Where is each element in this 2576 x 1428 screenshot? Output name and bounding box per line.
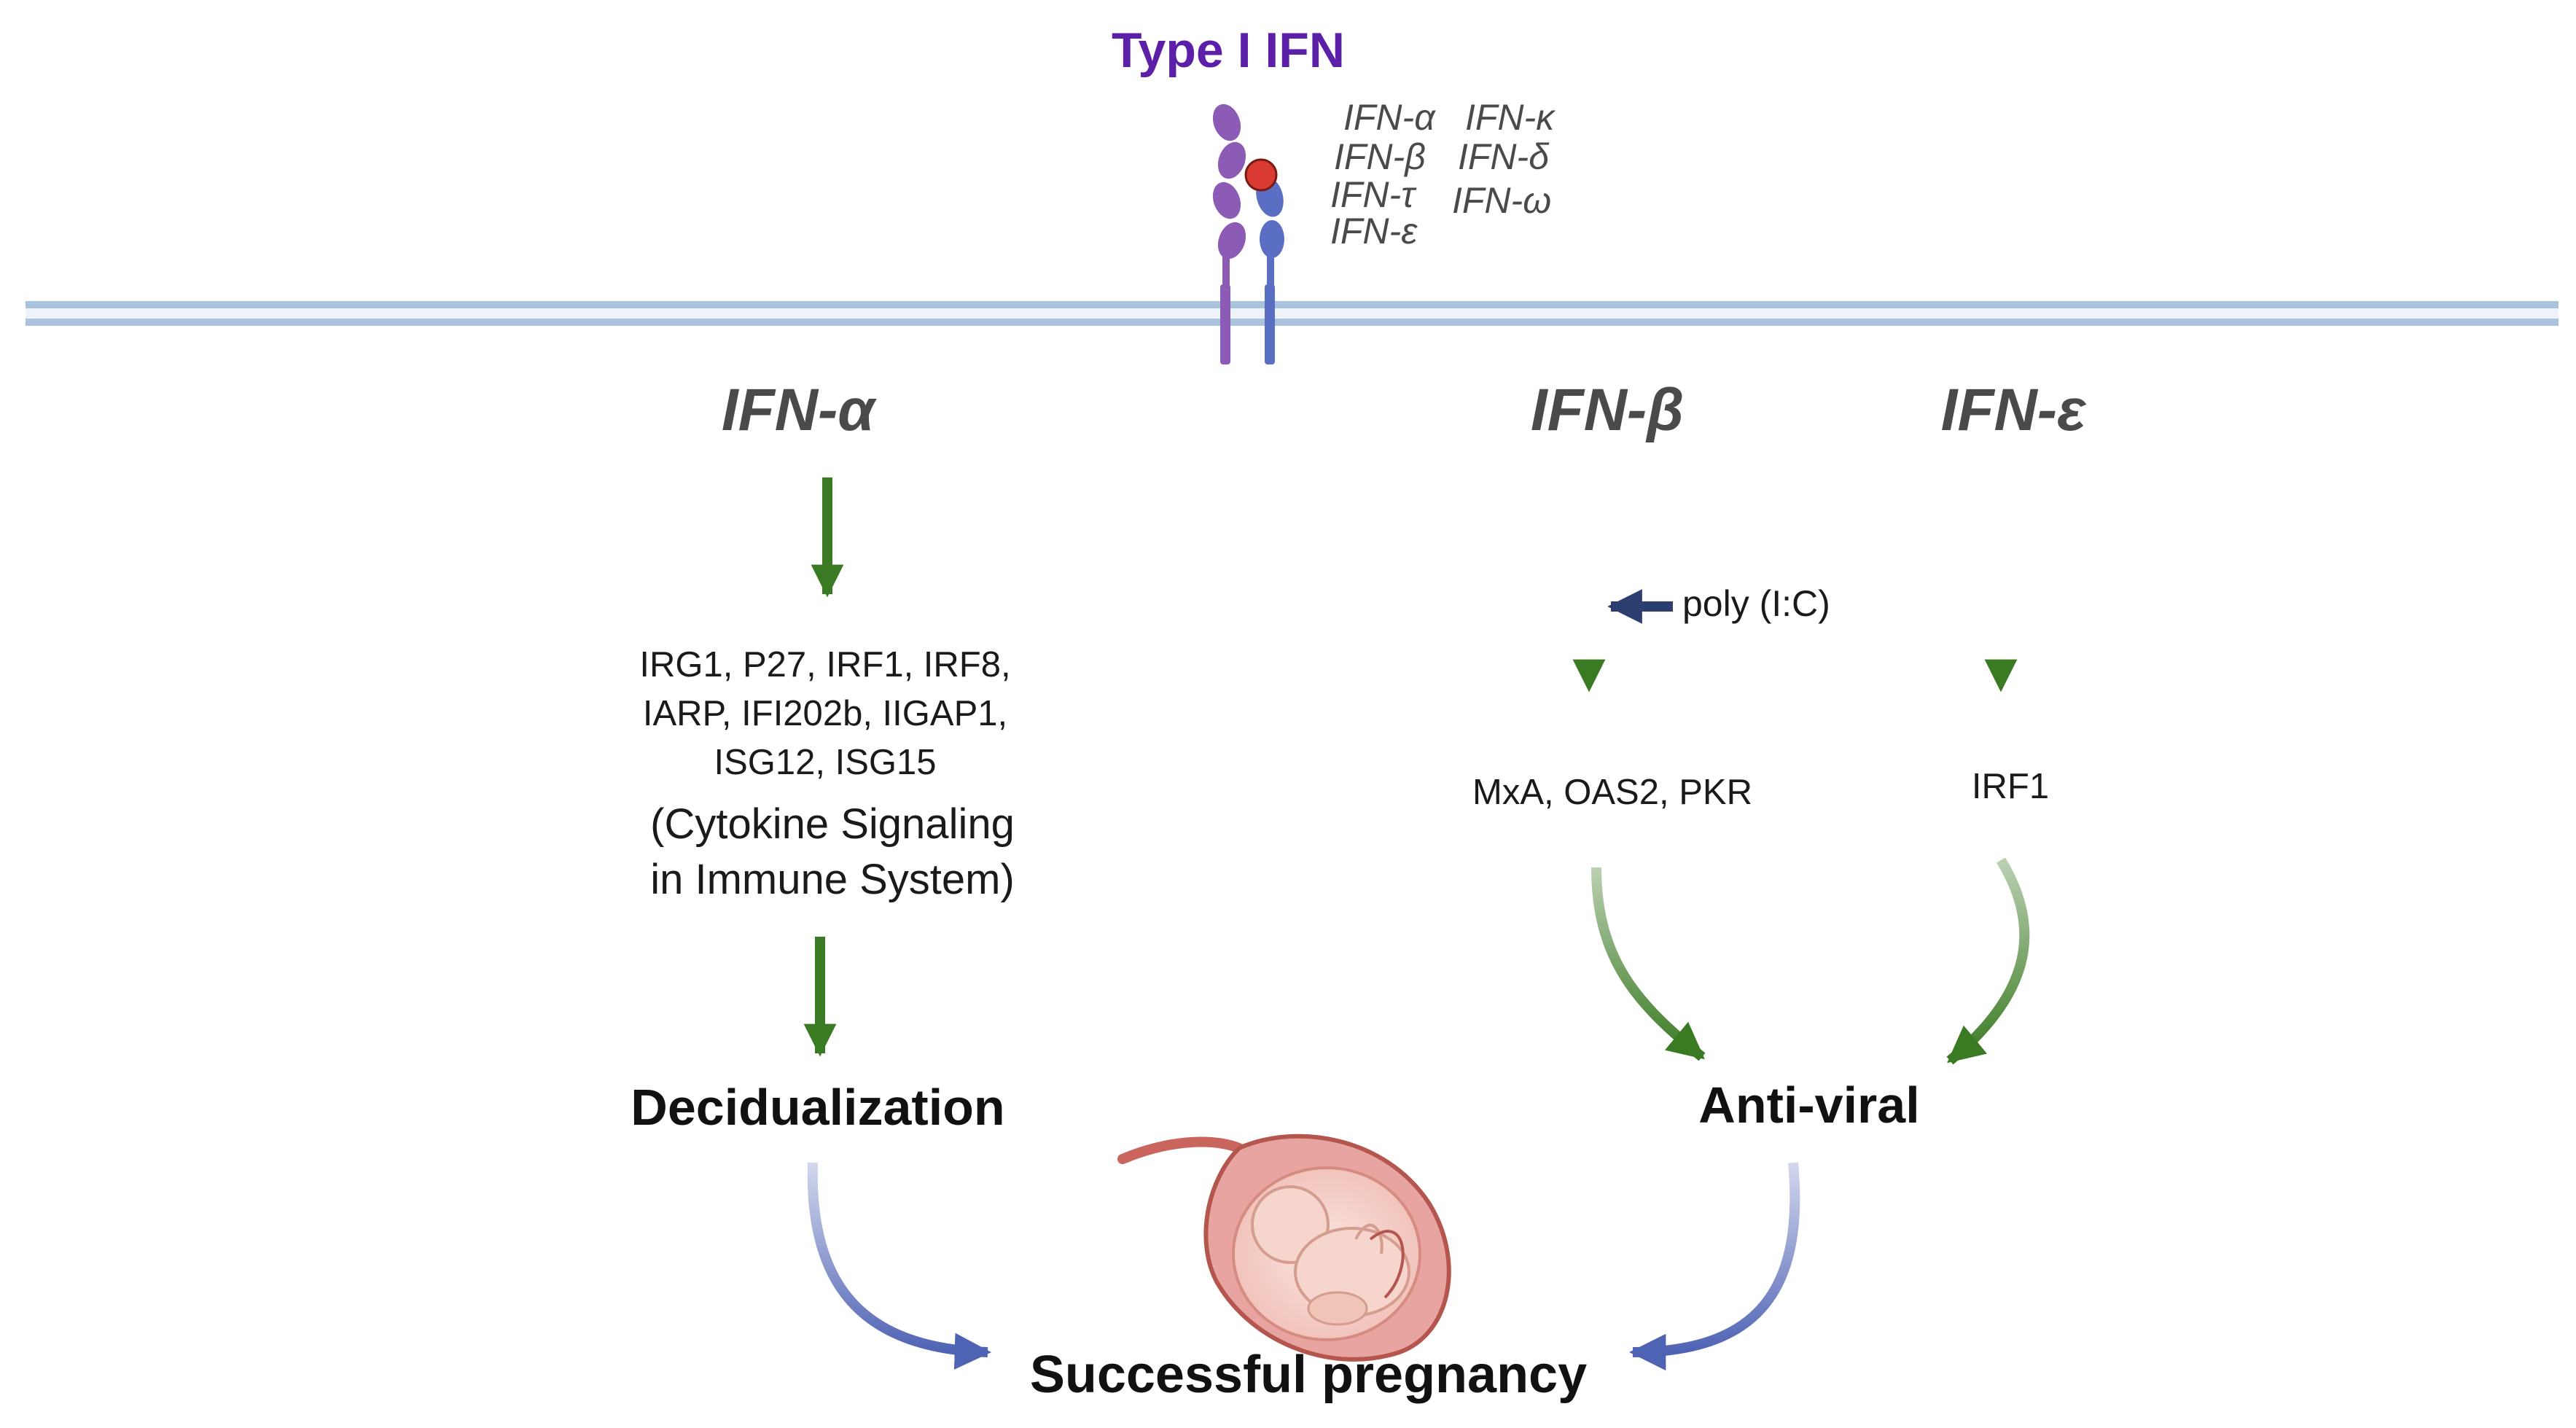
ifn-epsilon-heading: IFN-ε bbox=[1941, 377, 2086, 443]
ifn-alpha-pathway: IFN-α IRG1, P27, IRF1, IRF8, IARP, IFI20… bbox=[631, 377, 1015, 1136]
alpha-gene-list-line: ISG12, ISG15 bbox=[714, 743, 936, 782]
subtype-label: IFN-δ bbox=[1458, 136, 1550, 177]
ifn-subtype-list: IFN-α IFN-κ IFN-β IFN-δ IFN-τ IFN-ω IFN-… bbox=[1330, 97, 1556, 251]
arrow-decidualization-to-pregnancy bbox=[807, 1162, 992, 1370]
decidualization-label: Decidualization bbox=[631, 1079, 1004, 1136]
arrow-antiviral-to-pregnancy bbox=[1628, 1162, 1800, 1371]
successful-pregnancy-label: Successful pregnancy bbox=[1030, 1346, 1587, 1404]
subtype-label: IFN-α bbox=[1343, 97, 1436, 138]
alpha-gene-list-line: IARP, IFI202b, IIGAP1, bbox=[643, 694, 1007, 733]
ifn-beta-heading: IFN-β bbox=[1531, 377, 1684, 443]
alpha-category-line: in Immune System) bbox=[650, 856, 1015, 903]
cell-membrane bbox=[26, 301, 2559, 326]
poly-ic-label: poly (I:C) bbox=[1682, 583, 1830, 624]
subtype-label: IFN-τ bbox=[1330, 174, 1417, 215]
ifn-alpha-heading: IFN-α bbox=[722, 377, 877, 443]
antiviral-label: Anti-viral bbox=[1698, 1077, 1919, 1134]
diagram-title: Type I IFN bbox=[1112, 23, 1345, 78]
ifnar-receptor-icon bbox=[1212, 104, 1284, 364]
subtype-label: IFN-ω bbox=[1452, 180, 1551, 221]
arrow-beta-genes-to-antiviral bbox=[1591, 867, 1706, 1061]
subtype-label: IFN-κ bbox=[1465, 97, 1556, 138]
subtype-label: IFN-β bbox=[1334, 136, 1426, 177]
beta-gene-list: MxA, OAS2, PKR bbox=[1472, 773, 1752, 812]
ifn-beta-pathway: IFN-β poly (I:C) MxA, OAS2, PKR bbox=[1472, 377, 1830, 1061]
ifn-epsilon-pathway: IFN-ε IRF1 Anti-viral bbox=[1698, 377, 2086, 1134]
arrow-epsilon-genes-to-antiviral bbox=[1946, 857, 2030, 1065]
ifn-ligand-icon bbox=[1244, 158, 1278, 192]
subtype-label: IFN-ε bbox=[1330, 211, 1418, 251]
epsilon-gene-list: IRF1 bbox=[1972, 767, 2049, 806]
alpha-gene-list-line: IRG1, P27, IRF1, IRF8, bbox=[639, 645, 1010, 684]
alpha-category-line: (Cytokine Signaling bbox=[650, 800, 1015, 848]
pregnant-uterus-icon bbox=[1117, 1134, 1451, 1362]
